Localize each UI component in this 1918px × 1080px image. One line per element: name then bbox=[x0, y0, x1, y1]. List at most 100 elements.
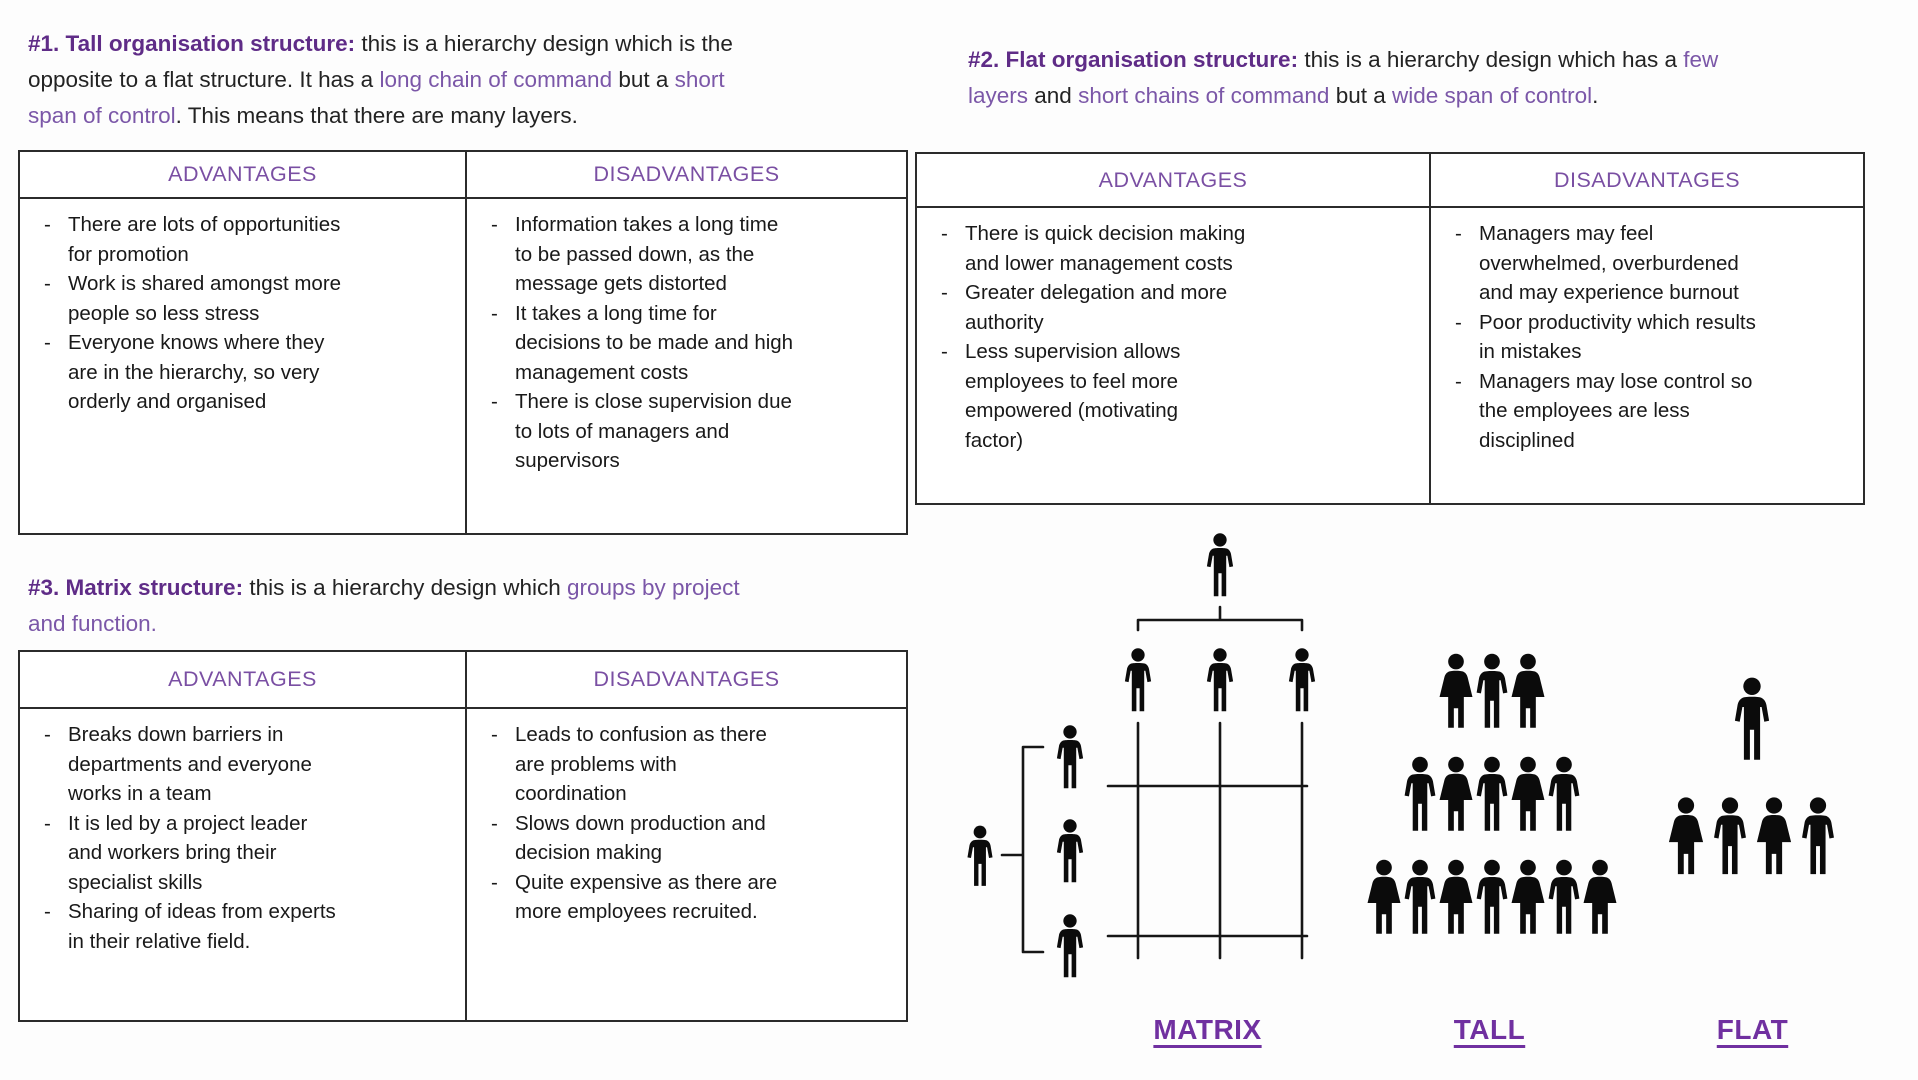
heading-segment: and bbox=[1028, 83, 1079, 108]
flat-diagram-top-row bbox=[1652, 660, 1852, 778]
bullet-dash: - bbox=[491, 811, 498, 835]
heading-segment: #3. Matrix structure: bbox=[28, 575, 244, 600]
bullet-item: -Leads to confusion as there are problems… bbox=[467, 720, 906, 809]
bullet-line: are in the hierarchy, so very bbox=[68, 360, 320, 384]
matrix-label: MATRIX bbox=[1153, 1014, 1262, 1045]
bullet-line: orderly and organised bbox=[68, 390, 267, 413]
bullet-line: for promotion bbox=[68, 242, 189, 266]
flat-table: ADVANTAGES DISADVANTAGES -There is quick… bbox=[915, 152, 1865, 505]
heading-segment: this is a hierarchy design which bbox=[243, 575, 567, 600]
bullet-line: employees to feel more bbox=[965, 369, 1179, 393]
bullet-line: management costs bbox=[515, 360, 689, 384]
bullet-dash: - bbox=[44, 900, 51, 923]
tall-label: TALL bbox=[1453, 1014, 1526, 1045]
tall-diagram-row-1 bbox=[1332, 640, 1652, 742]
heading-segment: span of control bbox=[28, 103, 176, 128]
heading-segment: and function. bbox=[28, 611, 157, 636]
person-icon bbox=[1057, 819, 1083, 882]
bullet-dash: - bbox=[491, 723, 498, 746]
bullet-dash: - bbox=[44, 811, 51, 835]
bullet-line: more employees recruited. bbox=[515, 900, 758, 923]
person-icon bbox=[1207, 533, 1233, 596]
bullet-line: and may experience burnout bbox=[1479, 281, 1739, 304]
bullet-line: disciplined bbox=[1479, 428, 1575, 452]
bullet-dash: - bbox=[491, 301, 498, 325]
bullet-line: It is led by a project leader bbox=[68, 811, 308, 835]
person-icon bbox=[1573, 846, 1627, 948]
advantages-header: ADVANTAGES bbox=[168, 667, 317, 691]
bullet-dash: - bbox=[44, 723, 51, 746]
matrix-diagram bbox=[950, 503, 1340, 998]
flat-table-header-row: ADVANTAGES DISADVANTAGES bbox=[917, 154, 1863, 208]
bullet-line: factor) bbox=[965, 428, 1024, 452]
bullet-dash: - bbox=[941, 222, 948, 245]
heading-segment: long chain of command bbox=[379, 67, 613, 92]
bullet-dash: - bbox=[1455, 222, 1462, 245]
heading-segment: #1. Tall organisation structure: bbox=[28, 31, 356, 56]
person-icon bbox=[1125, 648, 1151, 711]
bullet-line: Leads to confusion as there bbox=[515, 723, 767, 746]
bullet-line: Sharing of ideas from experts bbox=[68, 900, 336, 923]
bullet-line: in mistakes bbox=[1479, 340, 1582, 363]
bullet-line: decisions to be made and high bbox=[515, 331, 794, 354]
bullet-line: Everyone knows where they bbox=[68, 331, 325, 354]
bullet-line: Slows down production and bbox=[515, 811, 766, 835]
heading-segment: this is a hierarchy design which has a bbox=[1298, 47, 1684, 72]
bullet-item: -Sharing of ideas from experts in their r… bbox=[20, 897, 465, 956]
bullet-line: supervisors bbox=[515, 449, 620, 472]
disadvantages-header: DISADVANTAGES bbox=[1429, 154, 1863, 206]
bullet-dash: - bbox=[941, 281, 948, 304]
bullet-line: There is quick decision making bbox=[965, 222, 1246, 245]
person-icon bbox=[1289, 648, 1315, 711]
bullet-dash: - bbox=[44, 331, 51, 354]
disadvantages-header: DISADVANTAGES bbox=[465, 152, 906, 197]
bullet-item: -Everyone knows where they are in the hie… bbox=[20, 328, 465, 417]
bullet-line: Work is shared amongst more bbox=[68, 272, 342, 295]
disadvantages-header: DISADVANTAGES bbox=[465, 652, 906, 707]
bullet-line: are problems with bbox=[515, 752, 677, 776]
bullet-line: empowered (motivating bbox=[965, 399, 1179, 422]
heading-segment: but a bbox=[612, 67, 675, 92]
tall-structure-heading: #1. Tall organisation structure: this is… bbox=[28, 26, 788, 134]
tall-diagram-row-3 bbox=[1332, 846, 1652, 948]
heading-segment: but a bbox=[1329, 83, 1392, 108]
heading-segment: groups by project bbox=[566, 575, 740, 600]
person-icon bbox=[1537, 743, 1591, 845]
person-icon bbox=[1790, 782, 1846, 890]
advantages-header: ADVANTAGES bbox=[1098, 167, 1248, 192]
bullet-dash: - bbox=[491, 390, 498, 413]
tall-diagram-row-2 bbox=[1332, 743, 1652, 845]
heading-segment: layers bbox=[968, 83, 1029, 108]
person-icon bbox=[1722, 660, 1782, 778]
bullet-line: overwhelmed, overburdened bbox=[1479, 251, 1739, 275]
matrix-table: ADVANTAGES DISADVANTAGES -Breaks down ba… bbox=[18, 650, 908, 1022]
flat-label: FLAT bbox=[1716, 1014, 1789, 1045]
tall-table: ADVANTAGES DISADVANTAGES -There are lots… bbox=[18, 150, 908, 535]
bullet-line: in their relative field. bbox=[68, 929, 251, 953]
bullet-line: Information takes a long time bbox=[515, 213, 779, 236]
heading-segment: wide span of control bbox=[1392, 83, 1593, 108]
bullet-line: works in a team bbox=[68, 782, 212, 805]
bullet-dash: - bbox=[1455, 369, 1462, 393]
bullet-dash: - bbox=[44, 272, 51, 295]
bullet-line: and workers bring their bbox=[68, 841, 277, 864]
person-icon bbox=[1057, 914, 1083, 977]
heading-segment: this is a hierarchy design which is the bbox=[355, 31, 733, 56]
bullet-item: -It is led by a project leader and worker… bbox=[20, 809, 465, 898]
